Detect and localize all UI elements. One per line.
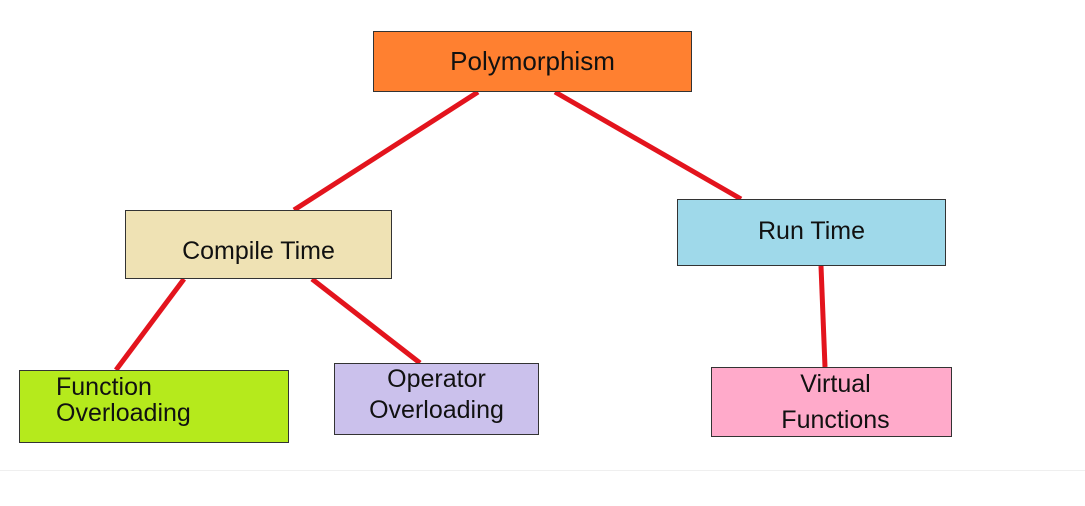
connector-lines — [113, 89, 828, 372]
virtual-functions-label: Virtual Functions — [781, 370, 890, 434]
edge-compile-time-operator-overloading — [310, 277, 422, 365]
operator-overloading-label: Operator Overloading — [369, 365, 504, 424]
edge-run-time-virtual-functions — [818, 265, 828, 368]
bottom-blank-area — [0, 470, 1085, 506]
polymorphism-label: Polymorphism — [450, 46, 615, 76]
polymorphism-diagram: Polymorphism Compile Time Run Time Funct… — [19, 31, 952, 443]
compile-time-node: Compile Time — [125, 210, 392, 279]
function-overloading-label: Function Overloading — [56, 372, 191, 427]
virtual-functions-node: Virtual Functions — [711, 367, 952, 437]
edge-root-compile-time — [292, 89, 480, 213]
edge-compile-time-function-overloading — [113, 277, 187, 372]
compile-time-label: Compile Time — [182, 236, 335, 265]
run-time-label: Run Time — [758, 216, 865, 245]
run-time-node: Run Time — [677, 199, 946, 266]
operator-overloading-node: Operator Overloading — [334, 363, 539, 435]
function-overloading-node: Function Overloading — [19, 370, 289, 443]
edge-root-run-time — [553, 89, 743, 202]
polymorphism-node: Polymorphism — [373, 31, 692, 92]
